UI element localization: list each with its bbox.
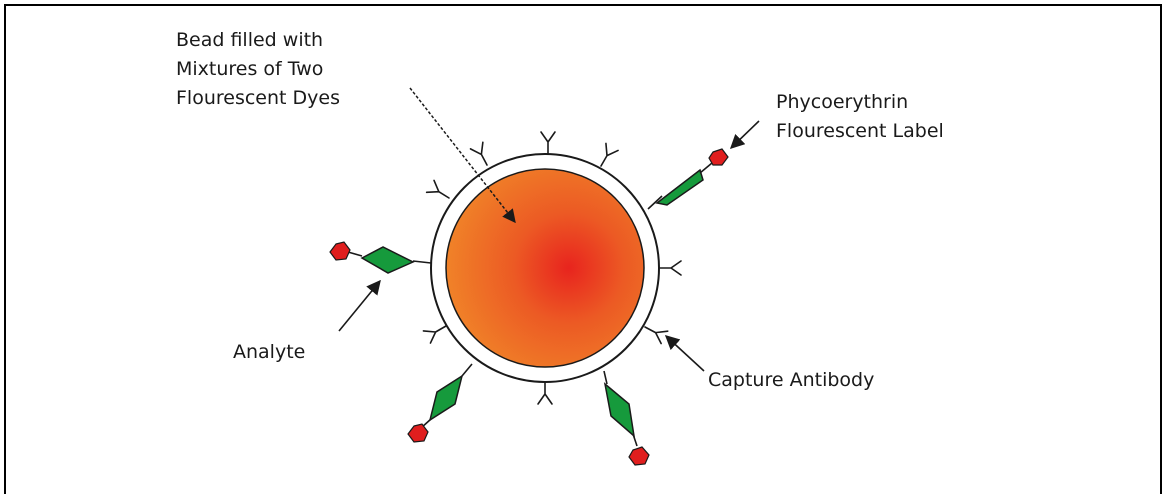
bead-label: Bead filled with Mixtures of Two Floures…: [176, 26, 340, 113]
complex-upper-right: [648, 149, 728, 209]
antibody: [541, 132, 555, 154]
complex-left: [330, 242, 431, 273]
fluorescent-label-dot: [408, 424, 428, 442]
fluorescent-label-dot: [629, 447, 649, 465]
antibody: [538, 382, 552, 404]
antibody: [595, 143, 618, 169]
analyte-shape: [657, 170, 703, 205]
analyte-shape: [605, 384, 634, 436]
capture-antibody-label-text: Capture Antibody: [708, 366, 874, 395]
bead-core: [446, 169, 644, 367]
capture-antibody-label: Capture Antibody: [708, 366, 874, 395]
analyte-label-text: Analyte: [233, 338, 305, 367]
arrow-analyte: [339, 281, 380, 331]
antibody: [659, 261, 681, 275]
bead-label-line-2: Mixtures of Two: [176, 55, 340, 84]
bead-label-line-3: Flourescent Dyes: [176, 84, 340, 113]
arrow-capture-antibody: [666, 336, 704, 371]
fluorescent-label-dot: [330, 242, 350, 260]
antibody: [642, 321, 668, 344]
analyte-shape: [362, 247, 413, 273]
fluorescent-label-dot: [709, 149, 728, 165]
arrow-fluorescent-label: [731, 121, 759, 148]
bead-label-line-1: Bead filled with: [176, 26, 340, 55]
analyte-label: Analyte: [233, 338, 305, 367]
antibody: [427, 180, 453, 204]
antibody: [470, 142, 493, 168]
fluorescent-label-line-2: Flourescent Label: [776, 117, 944, 146]
fluorescent-label-line-1: Phycoerythrin: [776, 88, 944, 117]
complex-bottom-right: [604, 371, 649, 465]
fluorescent-label-text: Phycoerythrin Flourescent Label: [776, 88, 944, 146]
complex-bottom-left: [408, 364, 472, 442]
analyte-shape: [430, 376, 462, 420]
